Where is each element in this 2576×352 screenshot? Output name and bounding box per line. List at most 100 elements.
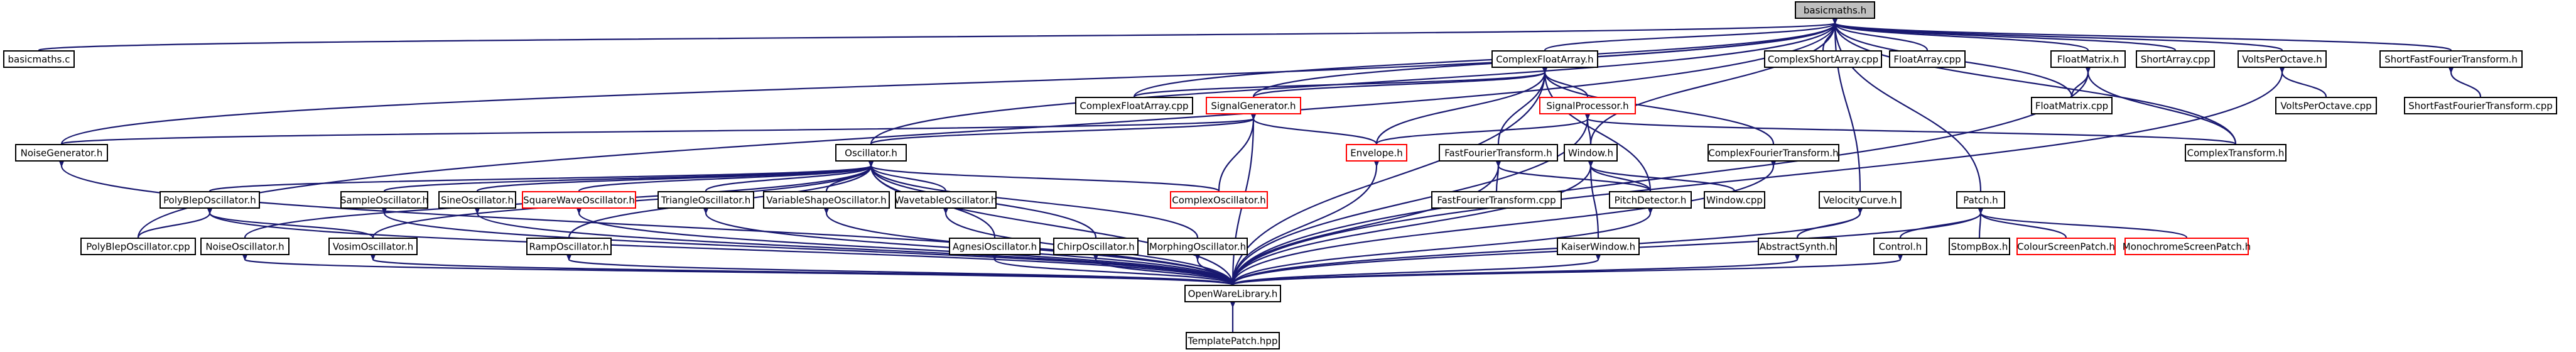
node-box [3, 50, 75, 68]
node-pitchdetector-h[interactable]: PitchDetector.h [1609, 191, 1692, 209]
node-polybleposcillator-h[interactable]: PolyBlepOscillator.h [160, 191, 260, 209]
edge-basicmaths_c-to-basicmaths_h [38, 23, 1835, 52]
node-agnesioscillator-h[interactable]: AgnesiOscillator.h [949, 238, 1041, 255]
node-chirposcillator-h[interactable]: ChirpOscillator.h [1053, 238, 1139, 255]
node-box [2124, 238, 2249, 255]
edge-ComplexOscillator_h-to-Oscillator_h [871, 166, 1220, 192]
node-label: VoltsPerOctave.h [2242, 54, 2322, 65]
node-monochromescreenpatch-h[interactable]: MonochromeScreenPatch.h [2123, 238, 2251, 255]
node-box [526, 238, 612, 255]
edge-Envelope_h-to-SignalProcessor_h [1375, 119, 1588, 145]
node-box [658, 191, 754, 209]
node-complexshortarray-cpp[interactable]: ComplexShortArray.cpp [1764, 50, 1882, 68]
edge-ComplexFloatArray_cpp-to-ComplexFloatArray_h [1133, 72, 1545, 98]
node-label: FastFourierTransform.h [1444, 148, 1552, 159]
node-noiseoscillator-h[interactable]: NoiseOscillator.h [200, 238, 290, 255]
node-patch-h[interactable]: Patch.h [1956, 191, 2005, 209]
node-label: ComplexFourierTransform.h [1708, 148, 1838, 159]
edge-OpenWareLibrary_h-to-KaiserWindow_h [1231, 260, 1598, 286]
node-label: SignalGenerator.h [1211, 101, 1296, 112]
node-morphingoscillator-h[interactable]: MorphingOscillator.h [1147, 238, 1248, 255]
node-ramposcillator-h[interactable]: RampOscillator.h [526, 238, 612, 255]
node-wavetableoscillator-h[interactable]: WavetableOscillator.h [895, 191, 997, 209]
edge-OpenWareLibrary_h-to-ComplexFloatArray_h [1231, 72, 1545, 285]
edge-VosimOscillator_h-to-PolyBlepOscillator_h [210, 213, 374, 238]
node-label: ComplexOscillator.h [1172, 195, 1265, 206]
node-oscillator-h[interactable]: Oscillator.h [835, 144, 907, 162]
node-label: VoltsPerOctave.cpp [2280, 101, 2371, 112]
node-shortfastfouriertransform-h[interactable]: ShortFastFourierTransform.h [2379, 50, 2523, 68]
node-basicmaths-c[interactable]: basicmaths.c [3, 50, 75, 68]
node-triangleoscillator-h[interactable]: TriangleOscillator.h [658, 191, 754, 209]
node-stompbox-h[interactable]: StompBox.h [1949, 238, 2010, 255]
node-voltsperoctave-cpp[interactable]: VoltsPerOctave.cpp [2275, 97, 2377, 114]
node-envelope-h[interactable]: Envelope.h [1346, 144, 1407, 162]
node-fastfouriertransform-cpp[interactable]: FastFourierTransform.cpp [1431, 191, 1562, 209]
node-control-h[interactable]: Control.h [1873, 238, 1927, 255]
node-label: MorphingOscillator.h [1149, 241, 1246, 253]
node-squarewaveoscillator-h[interactable]: SquareWaveOscillator.h [522, 191, 636, 209]
node-label: StompBox.h [1951, 241, 2008, 253]
node-vosimoscillator-h[interactable]: VosimOscillator.h [328, 238, 418, 255]
node-variableshapeoscillator-h[interactable]: VariableShapeOscillator.h [763, 191, 890, 209]
node-signalprocessor-h[interactable]: SignalProcessor.h [1539, 97, 1636, 114]
node-label: FastFourierTransform.cpp [1437, 195, 1556, 206]
node-shortfastfouriertransform-cpp[interactable]: ShortFastFourierTransform.cpp [2404, 97, 2557, 114]
edge-FloatMatrix_h-to-basicmaths_h [1835, 23, 2089, 52]
node-window-cpp[interactable]: Window.cpp [1704, 191, 1765, 209]
node-label: ComplexFloatArray.cpp [1080, 101, 1188, 112]
node-shortarray-cpp[interactable]: ShortArray.cpp [2136, 50, 2215, 68]
node-label: NoiseGenerator.h [21, 148, 103, 159]
node-abstractsynth-h[interactable]: AbstractSynth.h [1758, 238, 1837, 255]
edge-OpenWareLibrary_h-to-NoiseGenerator_h [62, 166, 1234, 285]
node-complexfloatarray-h[interactable]: ComplexFloatArray.h [1491, 50, 1598, 68]
node-kaiserwindow-h[interactable]: KaiserWindow.h [1557, 238, 1640, 255]
node-label: SineOscillator.h [441, 195, 514, 206]
edge-SignalGenerator_h-to-ComplexFloatArray_h [1252, 72, 1545, 98]
node-polybleposcillator-cpp[interactable]: PolyBlepOscillator.cpp [80, 238, 196, 255]
node-box [1186, 332, 1280, 349]
node-label: Patch.h [1963, 195, 1998, 206]
node-sampleoscillator-h[interactable]: SampleOscillator.h [340, 191, 428, 209]
edge-NoiseGenerator_h-to-basicmaths_h [60, 23, 1835, 145]
node-box [1557, 238, 1640, 255]
edge-PolyBlepOscillator_cpp-to-PolyBlepOscillator_h [137, 213, 210, 238]
node-fastfouriertransform-h[interactable]: FastFourierTransform.h [1439, 144, 1558, 162]
node-label: PitchDetector.h [1615, 195, 1687, 206]
node-complexfouriertransform-h[interactable]: ComplexFourierTransform.h [1707, 144, 1839, 162]
edge-ComplexFloatArray_h-to-basicmaths_h [1544, 23, 1835, 52]
edge-OpenWareLibrary_h-to-SampleOscillator_h [384, 213, 1234, 285]
node-label: Control.h [1879, 241, 1922, 253]
node-colourscreenpatch-h[interactable]: ColourScreenPatch.h [2016, 238, 2116, 255]
node-box [1539, 97, 1636, 114]
node-box [80, 238, 196, 255]
node-window-h[interactable]: Window.h [1564, 144, 1618, 162]
node-velocitycurve-h[interactable]: VelocityCurve.h [1819, 191, 1902, 209]
node-voltsperoctave-h[interactable]: VoltsPerOctave.h [2238, 50, 2327, 68]
node-floatarray-cpp[interactable]: FloatArray.cpp [1889, 50, 1966, 68]
node-sineoscillator-h[interactable]: SineOscillator.h [438, 191, 516, 209]
node-floatmatrix-h[interactable]: FloatMatrix.h [2050, 50, 2126, 68]
edge-ComplexOscillator_h-to-SignalGenerator_h [1218, 119, 1253, 192]
node-openwarelibrary-h[interactable]: OpenWareLibrary.h [1184, 285, 1281, 302]
node-floatmatrix-cpp[interactable]: FloatMatrix.cpp [2031, 97, 2113, 114]
node-basicmaths-h: basicmaths.h [1795, 1, 1875, 19]
node-box [522, 191, 636, 209]
node-complexoscillator-h[interactable]: ComplexOscillator.h [1170, 191, 1268, 209]
node-signalgenerator-h[interactable]: SignalGenerator.h [1206, 97, 1301, 114]
node-label: FloatMatrix.h [2057, 54, 2119, 65]
edge-TriangleOscillator_h-to-Oscillator_h [705, 166, 871, 192]
node-label: SignalProcessor.h [1546, 101, 1628, 112]
node-complextransform-h[interactable]: ComplexTransform.h [2185, 144, 2286, 162]
node-box [2185, 144, 2286, 162]
node-templatepatch-hpp[interactable]: TemplatePatch.hpp [1186, 332, 1280, 349]
edge-ComplexTransform_h-to-basicmaths_h [1835, 23, 2237, 145]
node-complexfloatarray-cpp[interactable]: ComplexFloatArray.cpp [1075, 97, 1193, 114]
node-noisegenerator-h[interactable]: NoiseGenerator.h [15, 144, 108, 162]
node-box [2404, 97, 2557, 114]
edge-PolyBlepOscillator_h-to-Oscillator_h [208, 166, 871, 192]
edge-Patch_h-to-basicmaths_h [1835, 23, 1982, 192]
edge-ShortFastFourierTransform_cpp-to-ShortFastFourierTransform_h [2451, 72, 2482, 97]
edge-OpenWareLibrary_h-to-PolyBlepOscillator_h [210, 213, 1234, 285]
